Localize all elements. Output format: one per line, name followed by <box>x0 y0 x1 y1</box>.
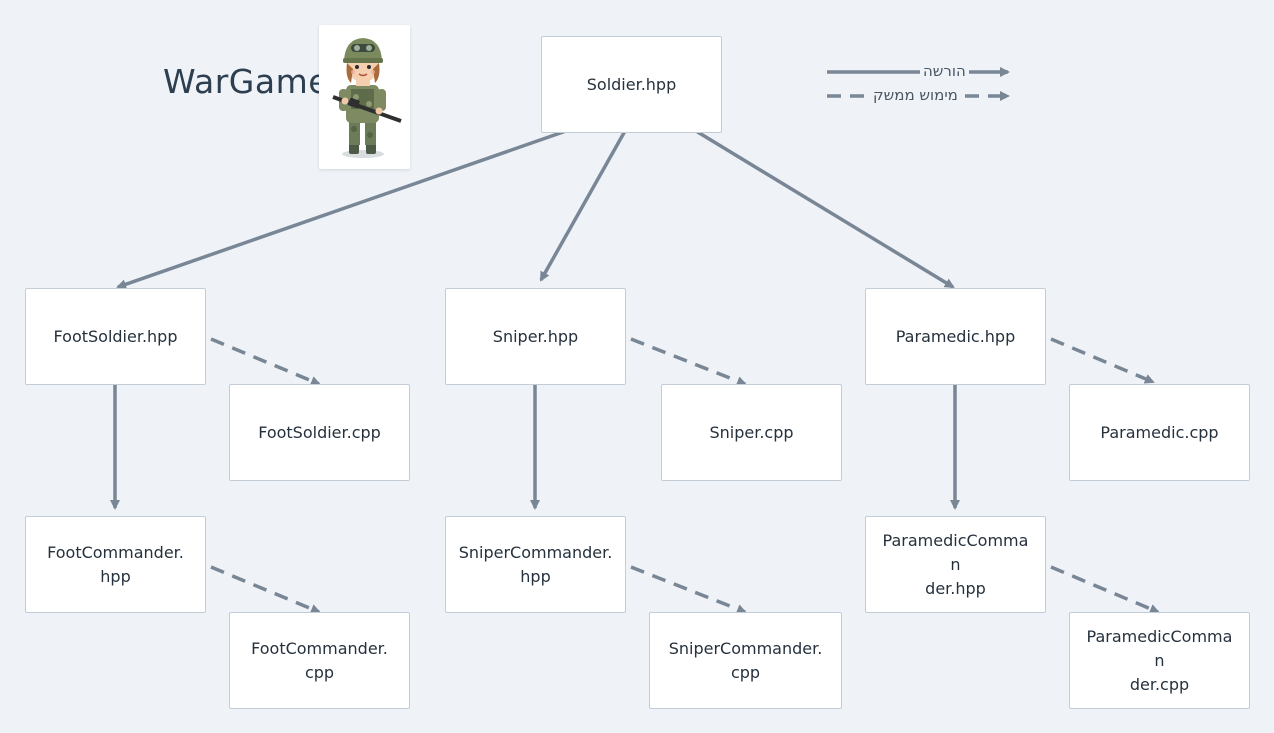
node-label: Paramedic.cpp <box>1100 422 1219 442</box>
node-paramediccommander-cpp: ParamedicComman der.cpp <box>1069 612 1250 709</box>
node-snipercommander-cpp: SniperCommander. cpp <box>649 612 842 709</box>
legend-implementation-label: מימוש ממשק <box>870 86 961 104</box>
soldier-mascot-card <box>319 25 410 169</box>
implementation-arrow-snipercommander <box>630 565 747 614</box>
node-paramediccommander-hpp: ParamedicComman der.hpp <box>865 516 1046 613</box>
implementation-arrow-footsoldier <box>210 337 321 386</box>
node-footcommander-hpp: FootCommander. hpp <box>25 516 206 613</box>
implementation-arrow-paramedic <box>1050 337 1155 384</box>
node-label-line-1: SniperCommander. <box>668 638 823 658</box>
inheritance-arrow-soldier-sniper <box>539 130 627 282</box>
node-label: Soldier.hpp <box>586 74 677 94</box>
node-snipercommander-hpp: SniperCommander. hpp <box>445 516 626 613</box>
legend-inheritance-label: הורשה <box>920 62 969 80</box>
node-label: Sniper.hpp <box>492 326 579 346</box>
node-label-line-1: ParamedicComman <box>882 530 1029 574</box>
node-footcommander-cpp: FootCommander. cpp <box>229 612 410 709</box>
implementation-arrow-paramediccommander <box>1050 565 1160 614</box>
diagram-title: WarGame <box>163 62 330 101</box>
node-soldier-hpp: Soldier.hpp <box>541 36 722 133</box>
node-label-line-2: der.hpp <box>925 578 986 598</box>
node-paramedic-hpp: Paramedic.hpp <box>865 288 1046 385</box>
node-label-line-1: SniperCommander. <box>458 542 613 562</box>
node-label: Paramedic.hpp <box>895 326 1016 346</box>
node-label-line-2: hpp <box>100 566 131 586</box>
soldier-cartoon-icon <box>332 38 402 158</box>
node-label: FootSoldier.hpp <box>53 326 178 346</box>
inheritance-arrow-soldier-paramedic <box>695 129 955 289</box>
node-sniper-hpp: Sniper.hpp <box>445 288 626 385</box>
node-sniper-cpp: Sniper.cpp <box>661 384 842 481</box>
node-label-line-2: der.cpp <box>1129 674 1190 694</box>
node-label-line-2: cpp <box>730 662 761 682</box>
node-footsoldier-hpp: FootSoldier.hpp <box>25 288 206 385</box>
node-label-line-2: hpp <box>520 566 551 586</box>
node-label-line-1: ParamedicComman <box>1086 626 1233 670</box>
node-label-line-2: cpp <box>304 662 335 682</box>
implementation-arrow-footcommander <box>210 565 321 614</box>
node-label: Sniper.cpp <box>709 422 794 442</box>
node-label-line-1: FootCommander. <box>47 542 184 562</box>
node-label-line-1: FootCommander. <box>251 638 388 658</box>
node-label: FootSoldier.cpp <box>258 422 381 442</box>
node-footsoldier-cpp: FootSoldier.cpp <box>229 384 410 481</box>
node-paramedic-cpp: Paramedic.cpp <box>1069 384 1250 481</box>
implementation-arrow-sniper <box>630 337 747 386</box>
